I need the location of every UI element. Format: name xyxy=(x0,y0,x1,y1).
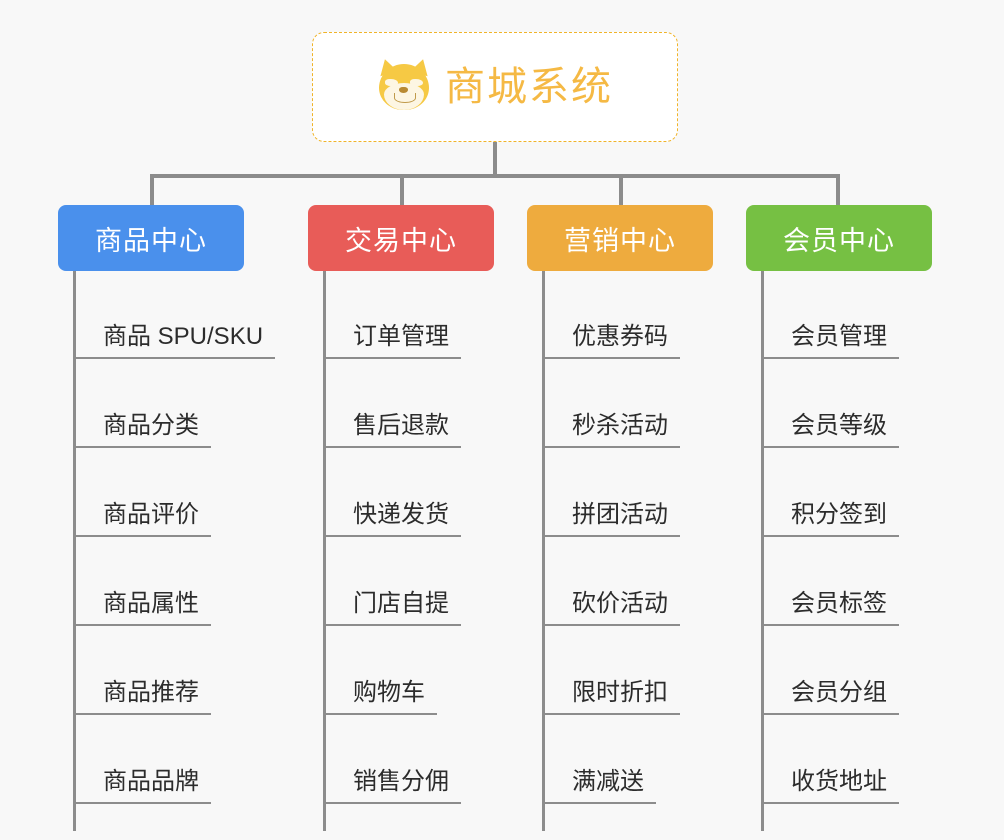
sub-item-label: 满减送 xyxy=(542,768,656,804)
branch-spine-1 xyxy=(73,271,76,831)
connector-drop-2 xyxy=(400,174,404,207)
sub-item-label: 商品评价 xyxy=(73,501,211,537)
sub-item[interactable]: 会员标签 xyxy=(761,538,899,626)
sub-item-label: 会员等级 xyxy=(761,412,899,448)
sub-item-label: 商品属性 xyxy=(73,590,211,626)
branch-header-2[interactable]: 交易中心 xyxy=(308,205,494,271)
sub-item[interactable]: 会员等级 xyxy=(761,360,899,448)
connector-horizontal-bus xyxy=(150,174,840,178)
sub-item-label: 购物车 xyxy=(323,679,437,715)
connector-drop-3 xyxy=(619,174,623,207)
connector-drop-1 xyxy=(150,174,154,207)
sub-item[interactable]: 优惠券码 xyxy=(542,271,680,359)
sub-item-label: 拼团活动 xyxy=(542,501,680,537)
branch-spine-4 xyxy=(761,271,764,831)
sub-item[interactable]: 商品 SPU/SKU xyxy=(73,271,276,359)
sub-item-label: 销售分佣 xyxy=(323,768,461,804)
branch-header-label: 会员中心 xyxy=(783,225,895,256)
sub-item-label: 秒杀活动 xyxy=(542,412,680,448)
sub-item[interactable]: 收货地址 xyxy=(761,716,899,804)
sub-item[interactable]: 订单管理 xyxy=(323,271,461,359)
sub-item[interactable]: 积分签到 xyxy=(761,449,899,537)
sub-item[interactable]: 快递发货 xyxy=(323,449,461,537)
sub-item[interactable]: 限时折扣 xyxy=(542,627,680,715)
sub-item-label: 售后退款 xyxy=(323,412,461,448)
sub-item[interactable]: 销售分佣 xyxy=(323,716,461,804)
sub-item-label: 会员管理 xyxy=(761,323,899,359)
sub-item-label: 商品推荐 xyxy=(73,679,211,715)
branch-spine-3 xyxy=(542,271,545,831)
branch-header-label: 交易中心 xyxy=(345,225,457,256)
sub-item[interactable]: 拼团活动 xyxy=(542,449,680,537)
sub-item-label: 会员标签 xyxy=(761,590,899,626)
branch-header-1[interactable]: 商品中心 xyxy=(58,205,244,271)
sub-item[interactable]: 商品评价 xyxy=(73,449,211,537)
branch-header-label: 营销中心 xyxy=(564,225,676,256)
sub-item-label: 快递发货 xyxy=(323,501,461,537)
sub-item[interactable]: 会员管理 xyxy=(761,271,899,359)
connector-drop-4 xyxy=(836,174,840,207)
branch-header-3[interactable]: 营销中心 xyxy=(527,205,713,271)
sub-item-label: 商品分类 xyxy=(73,412,211,448)
sub-item-label: 砍价活动 xyxy=(542,590,680,626)
root-title: 商城系统 xyxy=(445,65,613,109)
dog-face-icon xyxy=(376,56,432,114)
sub-item[interactable]: 秒杀活动 xyxy=(542,360,680,448)
sub-item-label: 优惠券码 xyxy=(542,323,680,359)
connector-root-stem xyxy=(493,142,497,176)
sub-item[interactable]: 商品品牌 xyxy=(73,716,211,804)
sub-item-label: 会员分组 xyxy=(761,679,899,715)
sub-item-label: 商品 SPU/SKU xyxy=(73,323,276,359)
sub-item[interactable]: 售后退款 xyxy=(323,360,461,448)
sub-item[interactable]: 商品推荐 xyxy=(73,627,211,715)
sub-item-label: 限时折扣 xyxy=(542,679,680,715)
sub-item[interactable]: 门店自提 xyxy=(323,538,461,626)
branch-spine-2 xyxy=(323,271,326,831)
root-node[interactable]: 商城系统 xyxy=(312,32,678,142)
sub-item-label: 订单管理 xyxy=(323,323,461,359)
branch-header-label: 商品中心 xyxy=(95,225,207,256)
sub-item[interactable]: 会员分组 xyxy=(761,627,899,715)
sub-item[interactable]: 商品属性 xyxy=(73,538,211,626)
sub-item[interactable]: 商品分类 xyxy=(73,360,211,448)
sub-item-label: 商品品牌 xyxy=(73,768,211,804)
sub-item[interactable]: 购物车 xyxy=(323,627,437,715)
sub-item-label: 收货地址 xyxy=(761,768,899,804)
sub-item-label: 积分签到 xyxy=(761,501,899,537)
sub-item-label: 门店自提 xyxy=(323,590,461,626)
sub-item[interactable]: 满减送 xyxy=(542,716,656,804)
branch-header-4[interactable]: 会员中心 xyxy=(746,205,932,271)
sub-item[interactable]: 砍价活动 xyxy=(542,538,680,626)
